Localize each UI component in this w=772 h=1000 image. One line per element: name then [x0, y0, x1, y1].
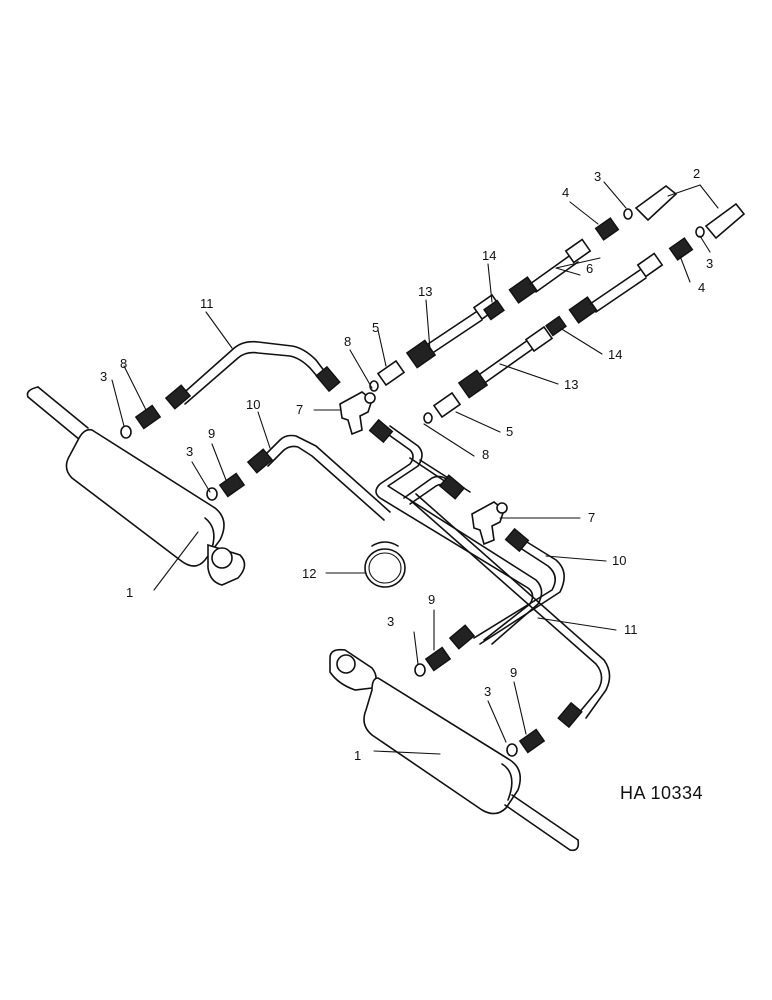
label-14-upper: 14 — [482, 248, 496, 263]
crossover-tubes — [368, 418, 611, 719]
label-8-lower: 8 — [482, 447, 489, 462]
adapter-9-bottom — [506, 728, 546, 757]
label-8-left: 8 — [120, 356, 127, 371]
label-2: 2 — [693, 166, 700, 181]
line-10-lower — [448, 527, 565, 650]
label-1-left: 1 — [126, 585, 133, 600]
hose-assembly-upper — [369, 184, 678, 392]
label-3-top: 3 — [594, 169, 601, 184]
label-3-left: 3 — [100, 369, 107, 384]
cylinder-right — [329, 648, 580, 852]
label-5-upper: 5 — [372, 320, 379, 335]
label-12: 12 — [302, 566, 316, 581]
retaining-ring-12 — [364, 541, 406, 588]
line-10-upper — [246, 434, 391, 521]
label-11-upper: 11 — [200, 296, 214, 311]
line-11-lower-nut — [557, 701, 583, 729]
adapter-9-left — [120, 404, 162, 439]
adapter-9-mid — [206, 472, 246, 501]
tee-fitting-lower — [471, 501, 508, 546]
label-4-top: 4 — [562, 185, 569, 200]
label-14-lower: 14 — [608, 347, 622, 362]
label-3-bottom: 3 — [484, 684, 491, 699]
figure-code: HA 10334 — [620, 783, 703, 803]
hose-assembly-lower — [423, 202, 746, 424]
label-1-right: 1 — [354, 748, 361, 763]
label-4-right: 4 — [698, 280, 705, 295]
label-3-lower: 3 — [387, 614, 394, 629]
label-3-right: 3 — [706, 256, 713, 271]
label-7-upper: 7 — [296, 402, 303, 417]
label-5-lower: 5 — [506, 424, 513, 439]
leader-lines — [111, 181, 719, 755]
label-13-lower: 13 — [564, 377, 578, 392]
label-9-lower: 9 — [428, 592, 435, 607]
label-13-upper: 13 — [418, 284, 432, 299]
label-11-lower: 11 — [624, 622, 638, 637]
label-7-lower: 7 — [588, 510, 595, 525]
label-6: 6 — [586, 261, 593, 276]
adapter-9-lower — [414, 646, 452, 677]
line-11-upper — [164, 340, 341, 410]
label-9-bottom: 9 — [510, 665, 517, 680]
label-8-upper: 8 — [344, 334, 351, 349]
tee-fitting-upper — [339, 391, 376, 436]
cylinder-left — [26, 386, 246, 586]
label-9-mid: 9 — [208, 426, 215, 441]
label-10-upper: 10 — [246, 397, 260, 412]
label-10-lower: 10 — [612, 553, 626, 568]
label-3-mid: 3 — [186, 444, 193, 459]
